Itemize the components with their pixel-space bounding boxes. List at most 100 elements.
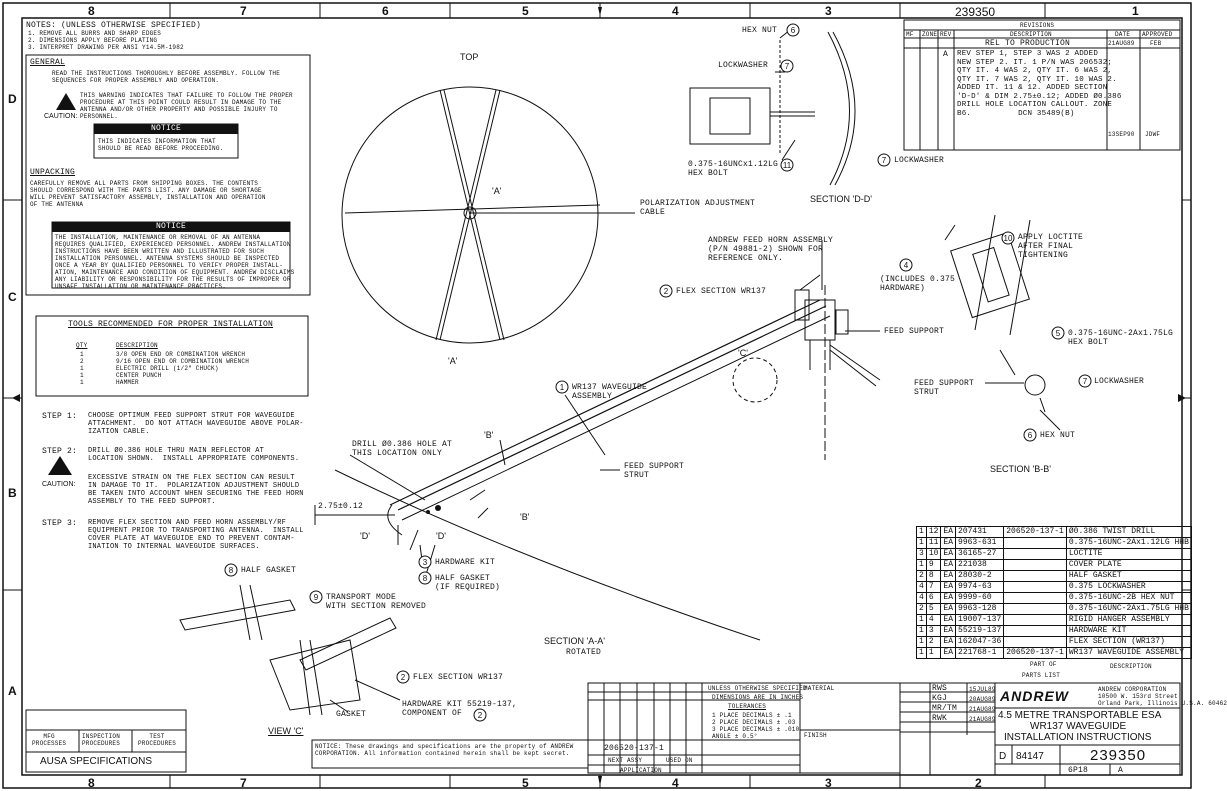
- label-wg-assy: WR137 WAVEGUIDE ASSEMBLY: [572, 383, 648, 401]
- step-3-text: REMOVE FLEX SECTION AND FEED HORN ASSEMB…: [88, 519, 304, 551]
- parts-cell: 0.375-16UNC-2Ax1.12LG HHB: [1065, 537, 1192, 549]
- rev-letter: A: [943, 50, 949, 59]
- label-half-gasket-req: HALF GASKET (IF REQUIRED): [435, 574, 501, 592]
- parts-cell: 1: [925, 647, 942, 659]
- svg-text:11: 11: [783, 161, 792, 170]
- tol-l3: 3 PLACE DECIMALS ± .010: [712, 726, 800, 733]
- zone-7-bottom: 7: [240, 776, 247, 790]
- parts-cell: 9963-631: [955, 537, 1005, 549]
- svg-text:2: 2: [401, 673, 406, 682]
- rev-rel-appr: FEB: [1150, 40, 1162, 47]
- title-line-2: WR137 WAVEGUIDE: [1030, 721, 1127, 732]
- label-lockwasher-2: LOCKWASHER: [894, 156, 945, 165]
- parts-cell: [1003, 636, 1067, 648]
- label-loctite: APPLY LOCTITE AFTER FINAL TIGHTENING: [1018, 233, 1084, 260]
- svg-text:6: 6: [1028, 431, 1033, 440]
- parts-cell: 1: [916, 614, 927, 626]
- tools-col-qty: QTY: [76, 342, 88, 349]
- svg-text:5: 5: [1056, 329, 1061, 338]
- zone-d: D: [8, 92, 17, 106]
- note-2: 2. DIMENSIONS APPLY BEFORE PLATING: [28, 37, 158, 44]
- parts-cell: 206520-137-1: [1003, 647, 1067, 659]
- tool-qty-3: 1: [80, 365, 84, 372]
- zone-3-bottom: 3: [825, 776, 832, 790]
- tool-qty-2: 2: [80, 358, 84, 365]
- parts-cell: 162047-36: [955, 636, 1005, 648]
- tol-l1: 1 PLACE DECIMALS ± .1: [712, 712, 792, 719]
- caution-2-label: CAUTION:: [42, 481, 76, 488]
- unpacking-text: CAREFULLY REMOVE ALL PARTS FROM SHIPPING…: [30, 180, 266, 208]
- mfg-processes: MFG PROCESSES: [32, 733, 67, 747]
- mfg-inspection: INSPECTION PROCEDURES: [82, 733, 121, 747]
- tool-qty-1: 1: [80, 351, 84, 358]
- label-half-gasket: HALF GASKET: [241, 566, 297, 575]
- parts-list-title: PARTS LIST: [1022, 672, 1061, 679]
- parts-cell: 1: [916, 526, 927, 538]
- svg-text:8: 8: [423, 574, 428, 583]
- label-section-aa: SECTION 'A-A': [544, 636, 605, 646]
- zone-8-bottom: 8: [88, 776, 95, 790]
- label-a-mark-2: 'A': [448, 356, 458, 366]
- notice-2-title: NOTICE: [52, 222, 290, 232]
- zone-7: 7: [240, 4, 247, 18]
- parts-cell: Ø0.386 TWIST DRILL: [1065, 526, 1192, 538]
- parts-cell: EA: [940, 636, 957, 648]
- step-1-label: STEP 1:: [42, 412, 78, 421]
- svg-text:8: 8: [229, 566, 234, 575]
- company-logo: ANDREW: [1000, 688, 1069, 704]
- parts-cell: 36165-27: [955, 548, 1005, 560]
- parts-cell: COVER PLATE: [1065, 559, 1192, 571]
- rev-title: REVISIONS: [1020, 22, 1055, 29]
- zone-a: A: [8, 684, 17, 698]
- svg-text:4: 4: [904, 261, 909, 270]
- parts-cell: HALF GASKET: [1065, 570, 1192, 582]
- parts-cell: [1003, 625, 1067, 637]
- parts-cell: [1003, 548, 1067, 560]
- rev-rel: REL TO PRODUCTION: [985, 39, 1071, 48]
- label-hex-bolt-dd: 0.375-16UNCx1.12LG HEX BOLT: [688, 160, 779, 178]
- label-fs-strut: FEED SUPPORT STRUT: [624, 462, 685, 480]
- tb-drawing-number: 239350: [1090, 747, 1147, 764]
- label-b-mark-2: 'B': [520, 512, 530, 522]
- parts-cell: EA: [940, 570, 957, 582]
- parts-cell: LOCTITE: [1065, 548, 1192, 560]
- label-feed-horn: ANDREW FEED HORN ASSEMBLY (P/N 49881-2) …: [708, 236, 834, 263]
- parts-cell: 3: [925, 625, 942, 637]
- parts-cell: 3: [916, 548, 927, 560]
- used-on-label: USED ON: [666, 757, 693, 764]
- rev-h-mf: MF: [906, 31, 914, 38]
- parts-cell: 2: [925, 636, 942, 648]
- parts-cell: [1003, 614, 1067, 626]
- tol-finish: FINISH: [804, 732, 827, 739]
- parts-cell: 207431: [955, 526, 1005, 538]
- tool-desc-1: 3/8 OPEN END OR COMBINATION WRENCH: [116, 351, 246, 358]
- tol-l4: ANGLE ± 0.5°: [712, 733, 758, 740]
- svg-text:7: 7: [785, 62, 790, 71]
- parts-cell: 2: [916, 603, 927, 615]
- unpacking-heading: UNPACKING: [30, 168, 76, 177]
- parts-cell: WR137 WAVEGUIDE ASSEMBLY: [1065, 647, 1192, 659]
- parts-cell: [1003, 581, 1067, 593]
- label-a-mark: 'A': [492, 186, 502, 196]
- tb-date-3: 21AUG89: [969, 706, 996, 713]
- parts-cell: 2: [916, 570, 927, 582]
- parts-cell: 0.375-16UNC-2B HEX NUT: [1065, 592, 1192, 604]
- label-flex-wr137-b: FLEX SECTION WR137: [413, 673, 504, 682]
- zone-c: C: [8, 290, 17, 304]
- rev-h-zone: ZONE: [922, 31, 938, 38]
- ausa-specs: AUSA SPECIFICATIONS: [40, 756, 153, 767]
- tb-rev: A: [1118, 766, 1124, 775]
- label-c-mark: 'C': [738, 348, 748, 358]
- parts-cell: 1: [916, 559, 927, 571]
- tools-col-desc: DESCRIPTION: [116, 342, 158, 349]
- parts-cell: [1003, 537, 1067, 549]
- label-hex-nut: HEX NUT: [742, 26, 778, 35]
- label-gasket: GASKET: [336, 710, 367, 719]
